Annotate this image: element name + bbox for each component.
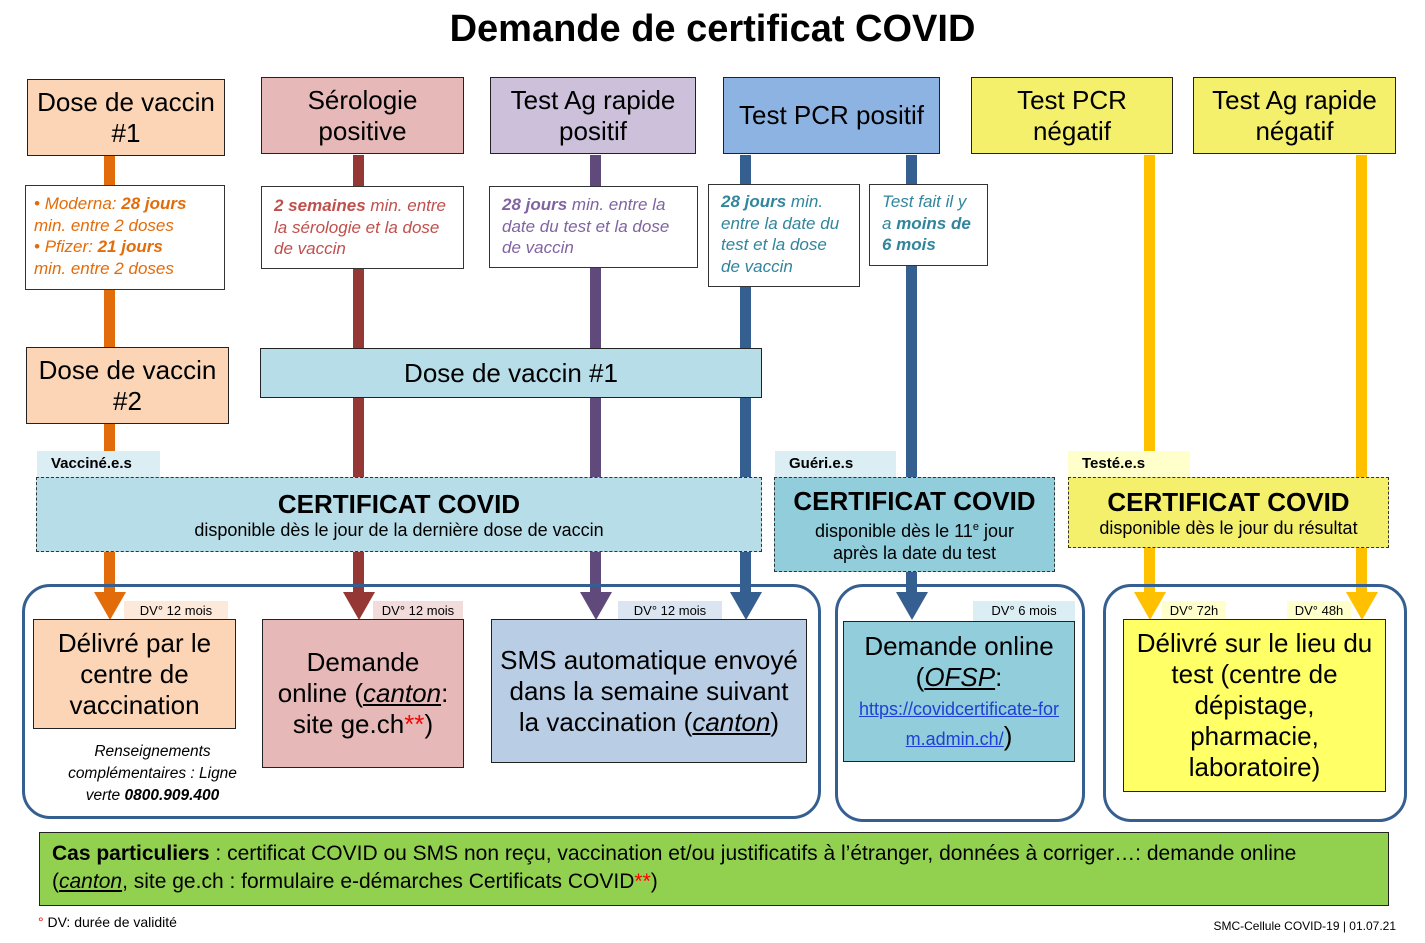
result-text: Délivré sur le lieu du test (centre de d… xyxy=(1136,628,1373,782)
certificate-heading: CERTIFICAT COVID xyxy=(277,488,521,519)
box-serologie-positive: Sérologie positive xyxy=(261,77,464,154)
note-pcr-interval: 28 jours min. entre la date du test et l… xyxy=(708,184,860,287)
page-title: Demande de certificat COVID xyxy=(449,8,976,50)
result-demande-online-ofsp: Demande online (OFSP: https://covidcerti… xyxy=(843,621,1075,762)
result-text: Demande online (canton: site ge.ch**) xyxy=(277,647,449,739)
box-label: Test PCR négatif xyxy=(1017,84,1127,146)
phone-number[interactable]: 0800.909.400 xyxy=(124,787,220,804)
result-demande-online-canton: Demande online (canton: site ge.ch**) xyxy=(262,619,464,768)
box-label: Test Ag rapide négatif xyxy=(1212,84,1377,146)
validity-label: DV° 6 mois xyxy=(973,601,1075,621)
renseignements-line: Renseignements xyxy=(94,743,211,760)
certificate-heading: CERTIFICAT COVID xyxy=(793,485,1036,516)
canton-link[interactable]: canton xyxy=(362,678,442,708)
box-dose-vaccin-1-wide: Dose de vaccin #1 xyxy=(260,348,762,398)
validity-label: DV° 48h xyxy=(1287,601,1351,621)
ofsp-link[interactable]: OFSP xyxy=(924,661,996,692)
box-dose-vaccin-2: Dose de vaccin #2 xyxy=(26,347,229,424)
arrow-head-pcr-left xyxy=(730,592,762,620)
result-centre-vaccination: Délivré par le centre de vaccination xyxy=(33,619,236,729)
box-label: Test PCR positif xyxy=(739,100,924,130)
result-delivre-lieu-test: Délivré sur le lieu du test (centre de d… xyxy=(1123,619,1386,792)
validity-label: DV° 12 mois xyxy=(618,601,722,621)
box-dose-vaccin-1: Dose de vaccin #1 xyxy=(27,79,225,156)
canton-link[interactable]: canton xyxy=(692,706,771,737)
certificate-availability: disponible dès le jour du résultat xyxy=(1099,517,1358,538)
box-test-pcr-negatif: Test PCR négatif xyxy=(971,77,1173,154)
flow-line-pcr-positif-right xyxy=(906,155,917,595)
certificate-heading: CERTIFICAT COVID xyxy=(1107,486,1350,517)
note-ag-interval: 28 jours min. entre la date du test et l… xyxy=(489,186,698,268)
box-test-ag-positif: Test Ag rapide positif xyxy=(490,77,696,154)
certificate-vaccines: CERTIFICAT COVID disponible dès le jour … xyxy=(36,477,762,552)
tag-vaccines: Vacciné.e.s xyxy=(37,451,160,478)
certificate-gueris: CERTIFICAT COVID disponible dès le 11e j… xyxy=(774,477,1055,572)
box-label: Dose de vaccin #2 xyxy=(38,354,217,416)
result-text: SMS automatique envoyé dans la semaine s… xyxy=(500,644,798,737)
arrow-head-ag-positif xyxy=(580,592,612,620)
cas-particuliers-banner: Cas particuliers : certificat COVID ou S… xyxy=(39,832,1389,906)
result-text-close: ) xyxy=(1003,720,1013,751)
tag-testes: Testé.e.s xyxy=(1068,451,1190,478)
renseignements-line: complémentaires : Ligne xyxy=(68,765,237,782)
flow-line-pcr-negatif xyxy=(1144,155,1155,595)
group-vaccines-delivery xyxy=(22,584,821,819)
validity-label: DV° 72h xyxy=(1162,601,1226,621)
certificate-availability: disponible dès le 11e jour xyxy=(815,520,1014,541)
credit: SMC-Cellule COVID-19 | 01.07.21 xyxy=(1213,919,1396,933)
box-label: Dose de vaccin #1 xyxy=(404,357,618,388)
cas-particuliers-label: Cas particuliers xyxy=(52,842,210,865)
footnote: ° DV: durée de validité xyxy=(38,914,177,930)
validity-label: DV° 12 mois xyxy=(124,601,228,621)
note-serologie-interval: 2 semaines min. entre la sérologie et la… xyxy=(261,186,464,269)
result-text: Demande online (OFSP: xyxy=(864,630,1054,692)
arrow-head-vaccine xyxy=(94,592,126,620)
result-text: Délivré par le centre de vaccination xyxy=(57,627,212,720)
box-label: Sérologie positive xyxy=(307,84,418,146)
arrow-head-serologie xyxy=(343,592,375,620)
arrow-head-pcr-right xyxy=(896,592,928,620)
result-sms-automatique: SMS automatique envoyé dans la semaine s… xyxy=(491,619,807,763)
covidcertificate-form-link[interactable]: https://covidcertificate-form.admin.ch/ xyxy=(858,698,1060,749)
arrow-head-ag-negatif xyxy=(1346,592,1378,620)
note-pcr-6-mois: Test fait il y a moins de 6 mois xyxy=(869,184,988,266)
canton-link[interactable]: canton xyxy=(59,870,123,893)
renseignements-complementaires: Renseignements complémentaires : Ligne v… xyxy=(55,741,250,807)
group-testes-delivery xyxy=(1103,584,1407,822)
certificate-availability-line2: après la date du test xyxy=(832,542,997,563)
box-test-pcr-positif: Test PCR positif xyxy=(723,77,940,154)
box-label: Dose de vaccin #1 xyxy=(37,86,215,148)
group-gueris-delivery xyxy=(835,584,1085,822)
tag-gueris: Guéri.e.s xyxy=(775,451,896,478)
certificate-availability: disponible dès le jour de la dernière do… xyxy=(194,519,604,540)
certificate-testes: CERTIFICAT COVID disponible dès le jour … xyxy=(1068,477,1389,548)
renseignements-line: verte 0800.909.400 xyxy=(85,787,220,804)
box-label: Test Ag rapide positif xyxy=(510,84,676,146)
box-test-ag-negatif: Test Ag rapide négatif xyxy=(1193,77,1396,154)
flow-line-ag-negatif xyxy=(1356,155,1367,595)
validity-label: DV° 12 mois xyxy=(373,601,463,621)
arrow-head-pcr-negatif xyxy=(1134,592,1166,620)
